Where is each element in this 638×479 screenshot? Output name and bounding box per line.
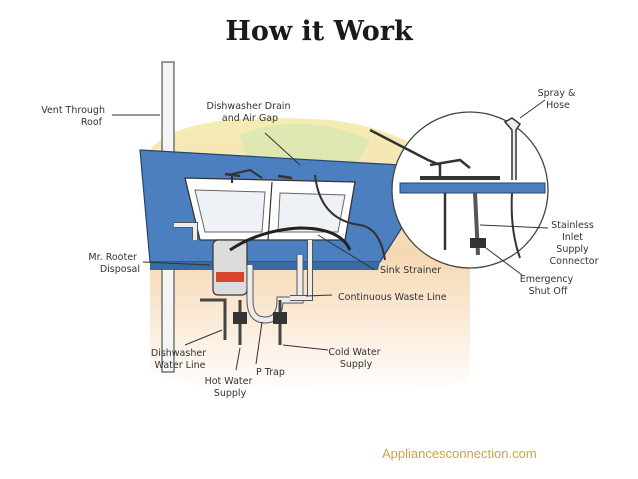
label-cold-water: Cold Water Supply: [328, 347, 383, 370]
label-dishwasher-water: Dishwasher Water Line: [151, 348, 209, 371]
sink-left-bowl: [194, 189, 266, 233]
label-spray-hose: Spray & Hose: [538, 88, 579, 111]
countertop-front: [150, 262, 380, 270]
label-dishwasher-drain: Dishwasher Drain and Air Gap: [207, 101, 294, 124]
zoom-spray: [503, 117, 522, 180]
label-p-trap: P Trap: [256, 367, 285, 378]
sink-faucet: [231, 168, 263, 183]
sink-divider: [267, 181, 273, 241]
leader-ptrap: [255, 321, 263, 365]
zoom-faucet: [369, 128, 471, 180]
continuous-waste-pipe-inner: [290, 240, 312, 300]
cold-valve: [273, 312, 287, 324]
disposal-logo: [216, 272, 244, 282]
leader-cold: [282, 344, 329, 351]
sink-faucet-handles: [224, 172, 293, 180]
vent-tee-inner: [174, 223, 197, 240]
leader-lines: [112, 99, 549, 371]
dishwasher-water-pipe: [200, 298, 227, 340]
page-title: How it Work: [225, 16, 413, 47]
label-stainless: Stainless Inlet Supply Connector: [550, 220, 599, 267]
zoom-countertop: [399, 182, 546, 194]
label-sink-strainer: Sink Strainer: [380, 265, 441, 276]
zoom-hose: [510, 192, 521, 259]
leader-hot: [235, 347, 241, 371]
source-credit: Appliancesconnection.com: [382, 446, 537, 461]
leader-rooter: [142, 261, 211, 266]
leader-dw-water: [184, 329, 223, 346]
label-mr-rooter: Mr. Rooter Disposal: [88, 252, 140, 275]
label-emergency: Emergency Shut Off: [520, 274, 577, 297]
hot-valve: [233, 312, 247, 324]
dishwasher-hose-black: [229, 226, 352, 252]
sink-right-bowl: [277, 192, 346, 233]
label-hot-water: Hot Water Supply: [205, 376, 256, 399]
dishwasher-drain-hose: [314, 174, 386, 261]
label-vent: Vent Through Roof: [41, 105, 108, 128]
leader-spray: [519, 99, 546, 119]
leader-dishwasher-drain: [264, 132, 301, 166]
leader-waste: [305, 294, 333, 297]
leader-strainer: [317, 234, 376, 271]
label-continuous-waste: Continuous Waste Line: [338, 292, 447, 303]
leader-emergency: [485, 247, 523, 276]
leader-stainless: [479, 224, 549, 229]
zoom-shutoff: [470, 238, 486, 248]
